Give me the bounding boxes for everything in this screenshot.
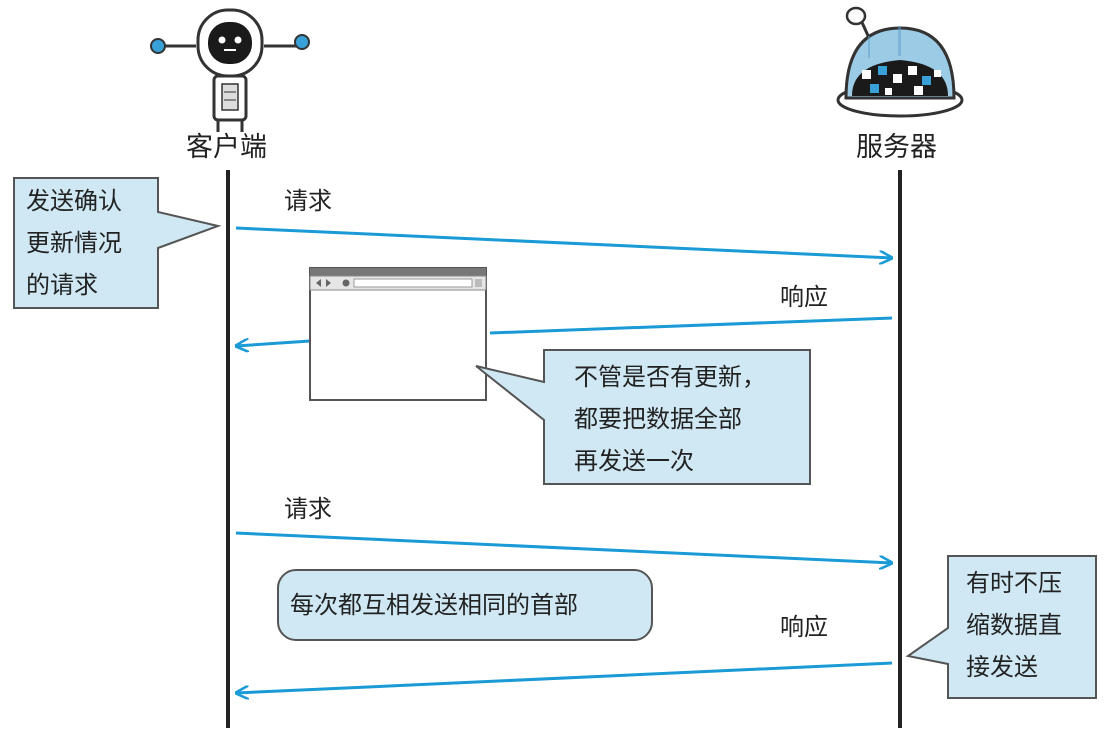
callout-confirm-request-text: 发送确认 更新情况 的请求: [26, 187, 122, 299]
callout-confirm-request-bubble: [13, 177, 222, 309]
callout-uncompressed-bubble: [905, 555, 1097, 699]
response-arrow-1-segment-b: [236, 341, 311, 346]
response-arrow-2: [236, 661, 893, 693]
callout-same-headers-text: 每次都互相发送相同的首部: [290, 591, 578, 619]
server-robot-icon: [836, 6, 964, 118]
callout-resend-all-text: 不管是否有更新， 都要把数据全部 再发送一次: [574, 363, 766, 475]
request-arrow-2: [235, 531, 892, 563]
browser-window-icon: [309, 267, 487, 401]
callout-uncompressed-text: 有时不压 缩数据直 接发送: [966, 569, 1062, 681]
callout-resend-all-bubble: [475, 349, 811, 485]
request-arrow-1: [235, 226, 892, 258]
robot-icon: [150, 8, 310, 132]
callout-same-headers-bubble: [277, 569, 653, 641]
response-label-1: 响应: [780, 283, 828, 311]
client-label: 客户端: [186, 132, 267, 163]
server-label: 服务器: [856, 132, 937, 163]
request-label-1: 请求: [284, 187, 332, 215]
request-label-2: 请求: [284, 495, 332, 523]
response-arrow-1-segment-a: [489, 316, 893, 335]
response-label-2: 响应: [780, 613, 828, 641]
